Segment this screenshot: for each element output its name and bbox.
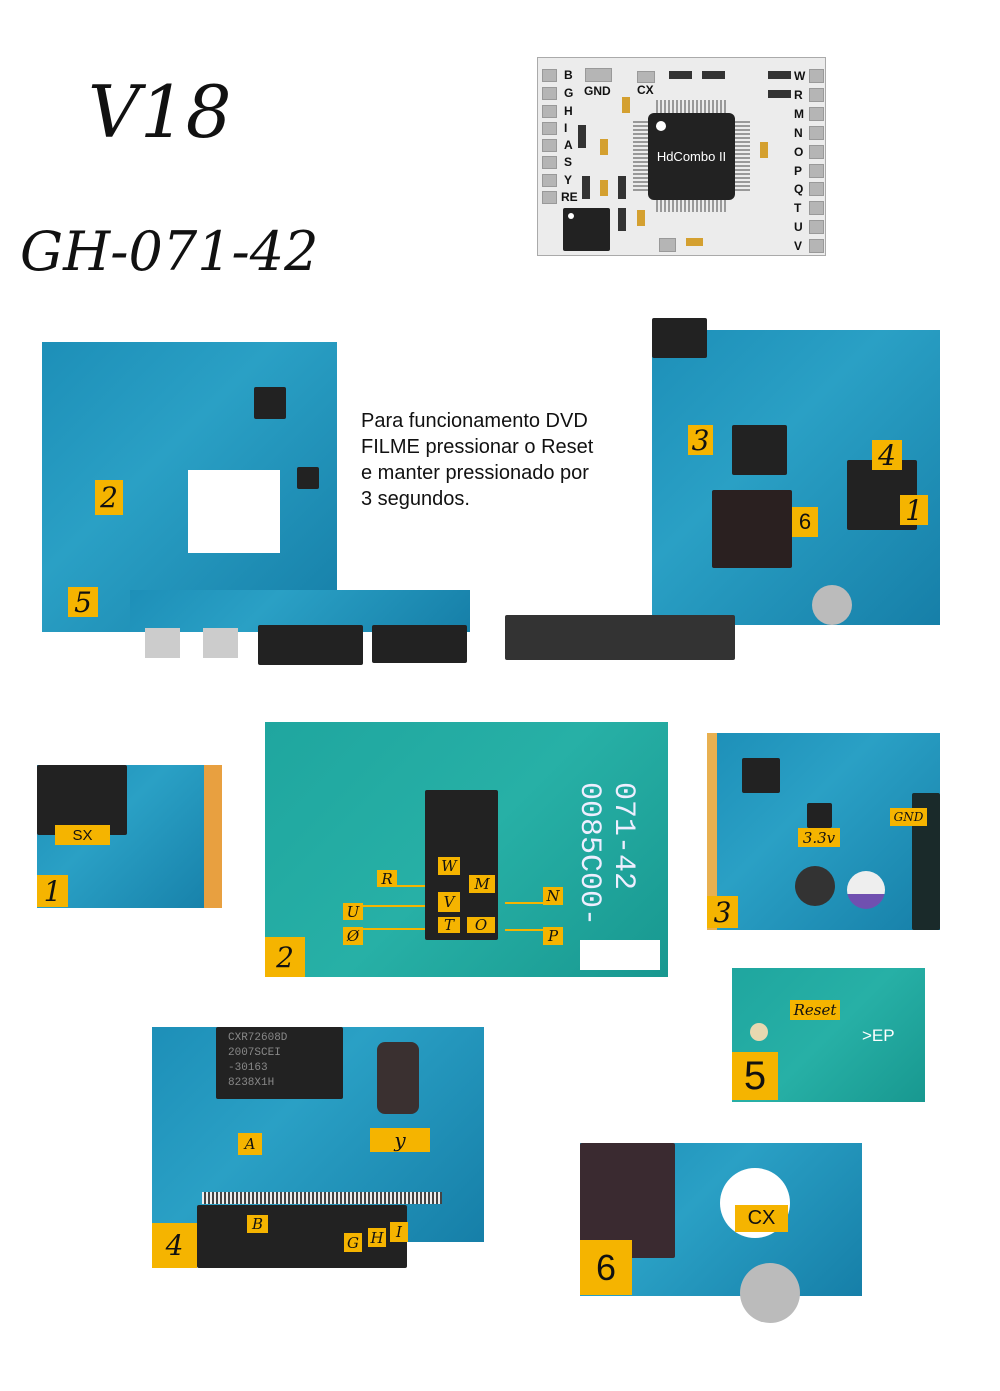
pin-pad-v xyxy=(809,239,824,254)
gnd-label: GND xyxy=(584,84,611,98)
panel-3-number: 3 xyxy=(707,896,738,929)
pin-pad-s xyxy=(542,156,557,169)
pin-label-g: G xyxy=(564,86,574,100)
pin-pad-b xyxy=(542,69,557,82)
pin-label-b: B xyxy=(564,68,573,82)
panel-2-label-n: N xyxy=(543,887,563,905)
pin-label-y: Y xyxy=(564,173,573,187)
panel-3-label-3v3: 3.3v xyxy=(798,828,840,847)
pin-label-m: M xyxy=(794,106,804,121)
panel-4-label-g: G xyxy=(344,1233,362,1252)
board-right-marker-3: 3 xyxy=(688,424,713,457)
panel-1-number: 1 xyxy=(37,875,68,908)
panel-1-label-sx: SX xyxy=(55,825,110,845)
panel-4-label-h: H xyxy=(368,1228,386,1247)
panel-6-number: 6 xyxy=(580,1240,632,1295)
pin-label-t: T xyxy=(794,201,802,216)
panel-4-label-a: A xyxy=(238,1133,262,1155)
board-left-marker-2: 2 xyxy=(95,480,123,515)
panel-4-number: 4 xyxy=(152,1223,197,1268)
pin-pad-p xyxy=(809,163,824,178)
board-left-photo xyxy=(42,342,337,632)
instructions-text: Para funcionamento DVD FILME pressionar … xyxy=(361,410,594,510)
board-right-photo xyxy=(652,330,940,625)
small-chip xyxy=(563,208,610,251)
panel-2-label-o-slash: Ø xyxy=(343,927,363,945)
panel-2-number: 2 xyxy=(265,937,305,977)
pin-pad-h xyxy=(542,105,557,118)
panel-2-label-p: P xyxy=(543,927,563,945)
panel-2-label-v: V xyxy=(438,892,460,912)
panel-2-label-t: T xyxy=(438,916,460,934)
panel-5-label-reset: Reset xyxy=(790,1000,840,1020)
pin-label-r: R xyxy=(794,87,803,102)
pin-label-h: H xyxy=(564,104,573,118)
panel-6-label-cx: CX xyxy=(735,1205,788,1232)
pin-pad-a xyxy=(542,139,557,152)
flash-chip xyxy=(425,790,498,940)
board-right-marker-6: 6 xyxy=(792,507,818,537)
pin-pad-m xyxy=(809,106,824,121)
title: V18 xyxy=(88,70,232,154)
pin-pad-i xyxy=(542,122,557,135)
pin-pad-y xyxy=(542,174,557,187)
pin-pad-re xyxy=(542,191,557,204)
model-number: GH-071-42 xyxy=(20,220,319,283)
gnd-pad xyxy=(585,68,612,82)
pin-label-s: S xyxy=(564,155,573,169)
board-left-marker-5: 5 xyxy=(68,586,98,619)
panel-2-label-u: U xyxy=(343,903,363,921)
panel-2-label-w: W xyxy=(438,857,460,875)
pin-label-i: I xyxy=(564,121,568,135)
pin-pad-o xyxy=(809,144,824,159)
panel-2-label-o: O xyxy=(467,916,495,934)
board-right-marker-4: 4 xyxy=(872,439,902,472)
pin-label-q: Q xyxy=(794,182,804,197)
pin-pad-g xyxy=(542,87,557,100)
pin-pad-q xyxy=(809,182,824,197)
board-right-marker-1: 1 xyxy=(900,494,928,527)
pin-pad-t xyxy=(809,201,824,216)
panel-5-board-text: >EP xyxy=(862,1026,895,1045)
panel-3-label-gnd: GND xyxy=(890,808,927,826)
pin-pad-r xyxy=(809,87,824,102)
pin-label-u: U xyxy=(794,220,803,235)
panel-2-label-m: M xyxy=(469,875,495,893)
chip-label: HdCombo II xyxy=(656,149,727,164)
hdcombo-chip: HdCombo II xyxy=(648,113,735,200)
cx-label: CX xyxy=(637,83,654,97)
pin-label-a: A xyxy=(564,138,573,152)
pin-pad-u xyxy=(809,220,824,235)
pin-label-p: P xyxy=(794,163,803,178)
pin-label-o: O xyxy=(794,144,804,159)
panel-4-label-y: y xyxy=(370,1128,430,1152)
panel-4-label-i: I xyxy=(390,1222,408,1242)
pin-label-w: W xyxy=(794,69,806,83)
panel-2-label-r: R xyxy=(377,870,397,888)
pin-pad-n xyxy=(809,125,824,140)
pin-pad-w xyxy=(809,69,824,83)
panel-5-number: 5 xyxy=(732,1052,778,1100)
panel-4-label-b: B xyxy=(247,1215,268,1233)
pin-label-n: N xyxy=(794,125,803,140)
pin-label-re: RE xyxy=(561,190,578,204)
cx-pad xyxy=(637,71,655,83)
pin-label-v: V xyxy=(794,239,803,254)
panel-2-photo: 071-42 0085C00- xyxy=(265,722,668,977)
